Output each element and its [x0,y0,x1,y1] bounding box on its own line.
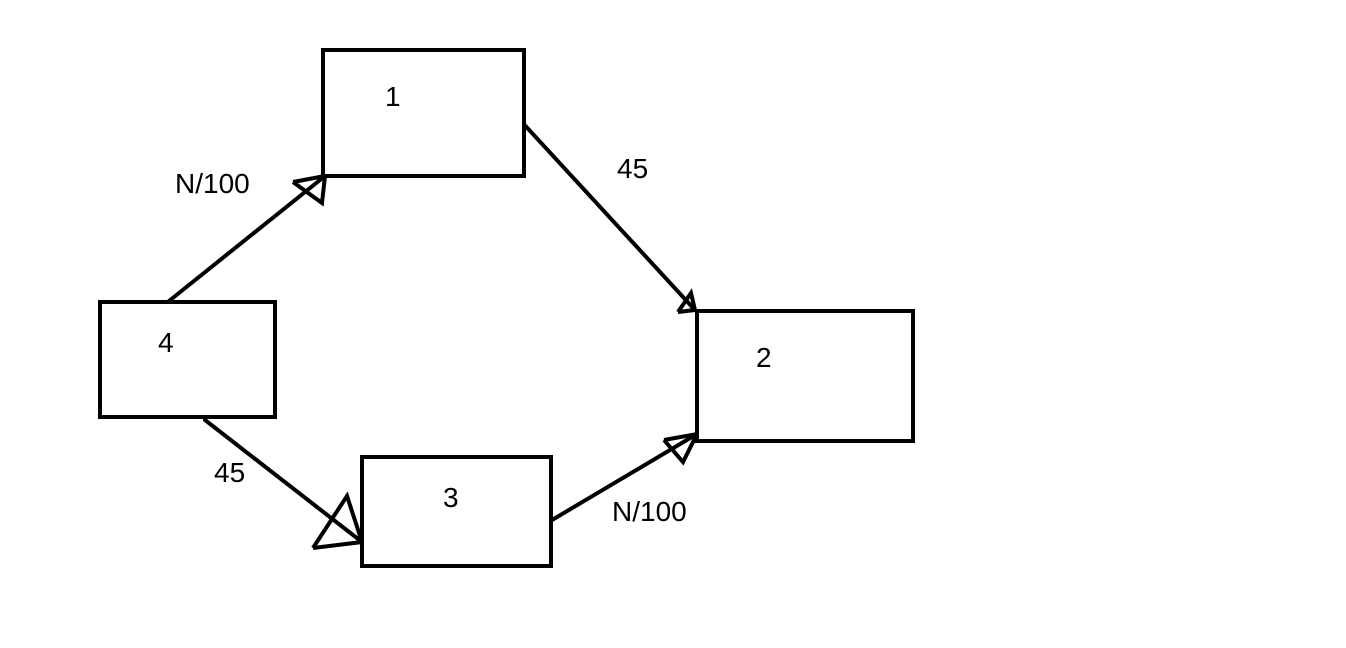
node-box-4 [98,300,277,419]
edge-4-to-3-arrowhead [311,491,365,550]
node-box-3 [360,455,553,568]
edge-1-to-2-arrowhead [676,288,698,314]
edge-label-4-to-3: 45 [214,457,245,488]
node-label-4: 4 [158,327,174,358]
edge-4-to-1-line [162,174,327,307]
edge-label-3-to-2: N/100 [612,496,687,527]
edge-4-to-3-line [203,418,364,544]
node-label-1: 1 [385,81,401,112]
node-box-1 [321,48,526,178]
edge-4-to-1-arrowhead [291,173,328,207]
edge-label-1-to-2: 45 [617,153,648,184]
edge-label-4-to-1: N/100 [175,168,250,199]
node-box-2 [695,309,915,443]
edge-3-to-2-arrowhead [662,431,701,466]
node-label-2: 2 [756,342,772,373]
edge-1-to-2-line [518,118,697,312]
node-label-3: 3 [443,482,459,513]
